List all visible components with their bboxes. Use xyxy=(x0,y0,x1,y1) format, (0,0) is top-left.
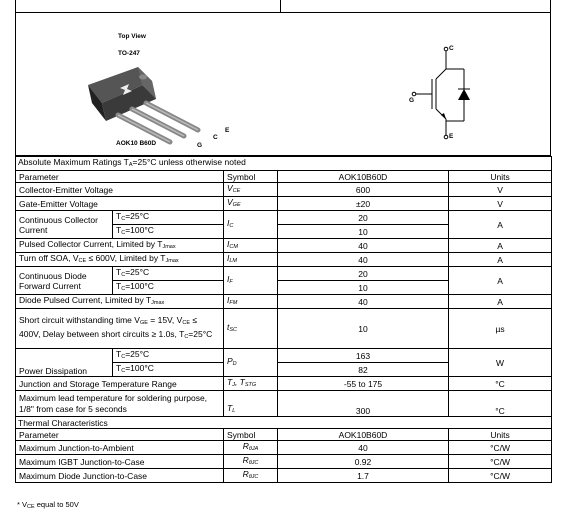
amr-title: Absolute Maximum Ratings TA=25°C unless … xyxy=(14,156,553,171)
symbol-pin-g: G xyxy=(409,97,415,104)
footnote: * VCE equal to 50V xyxy=(17,500,79,510)
symbol-pin-e: E xyxy=(449,133,454,140)
row-ic: Continuous Collector Current TC=25°C IC … xyxy=(15,210,553,239)
package-label: TO-247 xyxy=(118,50,140,57)
row-vce: Collector-Emitter Voltage VCE 600 V xyxy=(15,182,553,197)
symbol-pin-c: C xyxy=(449,45,454,52)
col-part: AOK10B60D xyxy=(277,170,449,183)
amr-header-row: Parameter Symbol AOK10B60D Units xyxy=(15,170,553,183)
absolute-max-ratings-table: Absolute Maximum Ratings TA=25°C unless … xyxy=(14,156,553,483)
thermal-row-rjc-diode: Maximum Diode Junction-to-Case RθJC 1.7 … xyxy=(15,468,553,483)
header-strip xyxy=(15,0,551,13)
row-if: Continuous Diode Forward Current TC=25°C… xyxy=(15,266,553,295)
row-tj: Junction and Storage Temperature Range T… xyxy=(15,376,553,391)
top-view-label: Top View xyxy=(118,33,146,40)
part-marking: AOK10 B60D xyxy=(116,140,157,147)
pin-label-c: C xyxy=(213,134,218,141)
thermal-title: Thermal Characteristics xyxy=(14,416,553,429)
row-tl: Maximum lead temperature for soldering p… xyxy=(15,390,553,417)
datasheet: Top View TO-247 AOK10 B60D G C E xyxy=(14,0,553,483)
row-vge: Gate-Emitter Voltage VGE ±20 V xyxy=(15,196,553,211)
row-icm: Pulsed Collector Current, Limited by TJm… xyxy=(15,238,553,253)
pin-label-g: G xyxy=(197,142,203,149)
col-symbol: Symbol xyxy=(223,170,278,183)
row-ifm: Diode Pulsed Current, Limited by TJmax I… xyxy=(15,294,553,309)
pin-label-e: E xyxy=(225,127,230,134)
row-pd: Power Dissipation TC=25°C PD 163 W xyxy=(15,348,553,377)
row-ilm: Turn off SOA, VCE ≤ 600V, Limited by TJm… xyxy=(15,252,553,267)
col-units: Units xyxy=(447,170,553,183)
to247-package-icon xyxy=(88,67,201,145)
col-parameter: Parameter xyxy=(15,170,224,183)
thermal-row-rja: Maximum Junction-to-Ambient RθJA 40 °C/W xyxy=(15,440,553,455)
row-tsc: Short circuit withstanding time VGE = 15… xyxy=(15,308,553,349)
package-figure: Top View TO-247 AOK10 B60D G C E xyxy=(15,13,551,156)
thermal-header-row: Parameter Symbol AOK10B60D Units xyxy=(15,428,553,441)
thermal-row-rjc-igbt: Maximum IGBT Junction-to-Case RθJC 0.92 … xyxy=(15,454,553,469)
igbt-diode-symbol-icon xyxy=(411,46,470,140)
